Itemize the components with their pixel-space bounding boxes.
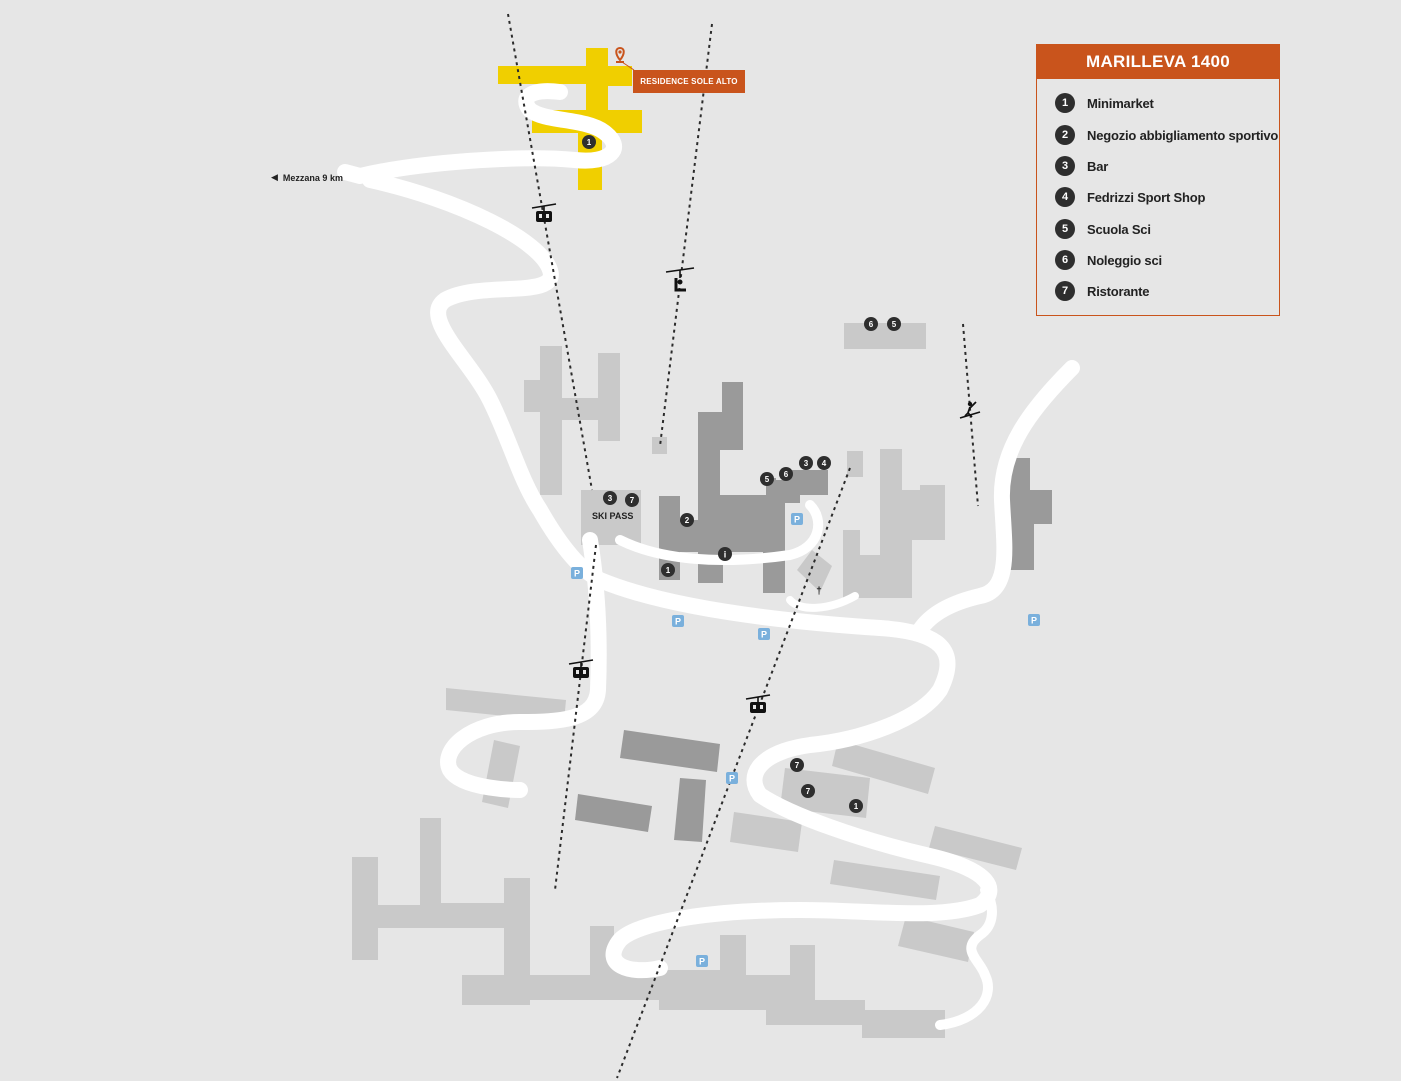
legend-item-minimarket: 1 Minimarket [1055,93,1154,113]
marker-scuola-sci: 5 [887,317,901,331]
svg-text:P: P [761,630,767,640]
parking-icon: P [1028,614,1040,626]
ski-lift-icon [959,401,981,419]
svg-text:5: 5 [765,475,770,484]
parking-icon: P [791,513,803,525]
svg-text:5: 5 [892,320,897,329]
legend-item-scuola-sci: 5 Scuola Sci [1055,219,1151,239]
cable-car-icon [568,659,594,678]
parking-icon: P [571,567,583,579]
svg-text:1: 1 [587,138,592,147]
arrow-left-icon: ◀ [271,172,278,182]
svg-text:6: 6 [784,470,789,479]
marker-negozio: 2 [680,513,694,527]
cable-car-icon [531,203,557,222]
direction-text: Mezzana 9 km [282,172,343,183]
parking-markers: P P P P P P P [571,513,1040,967]
legend-label: Minimarket [1087,95,1154,111]
direction-label: ◀ Mezzana 9 km [271,172,343,183]
svg-text:P: P [675,617,681,627]
marker-minimarket: 1 [661,563,675,577]
marker-minimarket: 1 [849,799,863,813]
info-icon: i [718,547,732,561]
parking-icon: P [758,628,770,640]
marker-ristorante: 7 [801,784,815,798]
legend-number: 4 [1055,187,1075,207]
svg-text:P: P [729,774,735,784]
svg-text:1: 1 [666,566,671,575]
svg-text:7: 7 [630,496,635,505]
svg-text:4: 4 [822,459,827,468]
svg-text:3: 3 [804,459,809,468]
chairlift-icon [665,267,695,292]
map-legend: MARILLEVA 1400 1 Minimarket 2 Negozio ab… [1036,44,1280,316]
legend-item-ristorante: 7 Ristorante [1055,281,1149,301]
legend-label: Bar [1087,158,1109,174]
legend-item-fedrizzi: 4 Fedrizzi Sport Shop [1055,187,1205,207]
parking-icon: P [696,955,708,967]
legend-item-bar: 3 Bar [1055,156,1108,176]
svg-text:7: 7 [806,787,811,796]
buildings-light [352,323,1022,1038]
legend-label: Scuola Sci [1087,221,1151,237]
legend-number: 1 [1055,93,1075,113]
svg-text:7: 7 [795,761,800,770]
marker-ristorante: 7 [625,493,639,507]
svg-text:P: P [574,569,580,579]
parking-icon: P [726,772,738,784]
legend-item-noleggio-sci: 6 Noleggio sci [1055,250,1162,270]
legend-number: 3 [1055,156,1075,176]
svg-text:P: P [1031,616,1037,626]
marker-noleggio-sci: 6 [779,467,793,481]
svg-text:i: i [724,550,727,560]
ski-pass-label: SKI PASS [592,511,634,521]
svg-text:1: 1 [854,802,859,811]
marker-scuola-sci: 5 [760,472,774,486]
legend-label: Noleggio sci [1087,252,1162,268]
marker-minimarket: 1 [582,135,596,149]
poi-markers: 1 6 5 3 7 5 6 3 4 2 1 7 7 1 [582,135,901,813]
legend-number: 2 [1055,125,1075,145]
svg-text:P: P [794,515,800,525]
marker-bar: 3 [603,491,617,505]
marker-bar: 3 [799,456,813,470]
legend-number: 5 [1055,219,1075,239]
svg-text:3: 3 [608,494,613,503]
legend-item-negozio: 2 Negozio abbigliamento sportivo [1055,125,1278,145]
legend-number: 7 [1055,281,1075,301]
legend-label: Ristorante [1087,283,1150,299]
legend-label: Fedrizzi Sport Shop [1087,189,1206,205]
legend-label: Negozio abbigliamento sportivo [1087,127,1279,143]
cable-car-icon [745,694,771,713]
svg-text:6: 6 [869,320,874,329]
roads [337,83,1080,1030]
marker-noleggio-sci: 6 [864,317,878,331]
church-icon: † [816,586,822,597]
location-pin-icon [615,46,635,71]
svg-text:2: 2 [685,516,690,525]
marker-fedrizzi: 4 [817,456,831,470]
legend-title: MARILLEVA 1400 [1037,45,1279,79]
parking-icon: P [672,615,684,627]
marker-ristorante: 7 [790,758,804,772]
buildings-dark [575,382,1052,842]
svg-text:P: P [699,957,705,967]
residence-label[interactable]: RESIDENCE SOLE ALTO [633,70,745,93]
legend-number: 6 [1055,250,1075,270]
